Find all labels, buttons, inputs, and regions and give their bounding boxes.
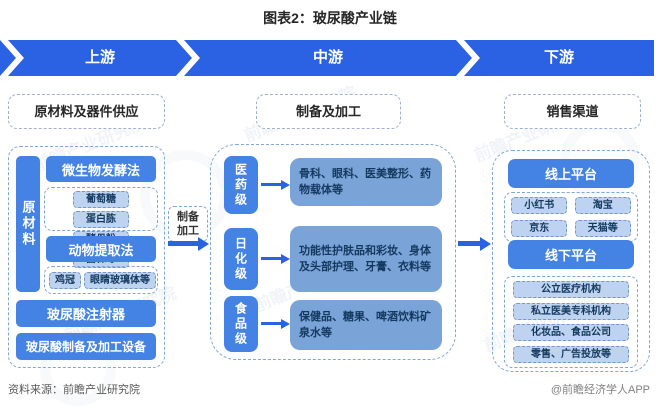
online-platform-box: 线上平台 [508, 159, 634, 188]
source-note: 资料来源：前瞻产业研究院 [8, 384, 140, 396]
banner-upstream: 上游 [8, 40, 192, 76]
channel-item: 化妆品、食品公司 [513, 324, 629, 342]
microbial-fermentation-box: 微生物发酵法 [46, 156, 156, 182]
ingredient-item: 葡萄糖 [73, 191, 129, 208]
page-title: 图表2：玻尿酸产业链 [263, 10, 397, 26]
food-applications-box: 保健品、糖果、啤酒饮料矿泉水等 [290, 300, 442, 350]
ingredient-item: 蛋白胨 [73, 211, 129, 228]
offline-channels-group: 公立医疗机构 私立医美专科机构 化妆品、食品公司 零售、广告投放等 [504, 276, 638, 368]
connector-line1: 制备 [177, 211, 199, 223]
grade-pharma-box: 医药级 [224, 156, 258, 214]
midstream-header: 制备及加工 [256, 94, 401, 129]
grade-dailychem-box: 日化级 [224, 228, 258, 290]
midstream-container [210, 144, 456, 360]
food-arrow [261, 322, 281, 325]
equipment-box: 玻尿酸制备及加工设备 [16, 333, 156, 360]
banner-downstream: 下游 [464, 40, 654, 76]
platform-item: 京东 [511, 219, 568, 237]
channel-item: 公立医疗机构 [513, 281, 629, 299]
online-platforms-group: 小红书 淘宝 京东 天猫等 [504, 192, 638, 242]
raw-material-label-text: 原材料 [20, 200, 36, 248]
extraction-sources-group: 鸡冠 眼睛玻璃体等 [44, 266, 158, 294]
grade-pharma-label: 医药级 [233, 162, 248, 208]
pharma-arrow [261, 183, 281, 186]
grade-food-box: 食品级 [224, 296, 258, 352]
channel-item: 零售、广告投放等 [513, 345, 629, 363]
upstream-to-midstream-arrow [168, 241, 198, 246]
channel-item: 私立医美专科机构 [513, 302, 629, 320]
upstream-header: 原材料及器件供应 [8, 94, 165, 129]
grade-dailychem-label: 日化级 [233, 236, 248, 282]
platform-item: 小红书 [511, 197, 568, 215]
midstream-to-downstream-arrow [458, 241, 480, 246]
fermentation-ingredients-group: 葡萄糖 蛋白胨 酵母粉 菌株等 [44, 187, 158, 268]
ingredient-item: 眼睛玻璃体等 [84, 271, 156, 289]
platform-item: 淘宝 [574, 197, 631, 215]
pharma-applications-box: 骨科、眼科、医美整形、药物载体等 [290, 158, 442, 206]
dailychem-arrow [261, 257, 281, 260]
platform-item: 天猫等 [574, 219, 631, 237]
raw-material-side-label: 原材料 [16, 156, 40, 292]
offline-platform-box: 线下平台 [508, 240, 634, 269]
dailychem-applications-box: 功能性护肤品和彩妆、身体及头部护理、牙膏、衣料等 [290, 226, 442, 292]
credit-note: @前瞻经济学人APP [550, 384, 650, 396]
syringe-box: 玻尿酸注射器 [16, 300, 156, 327]
animal-extraction-box: 动物提取法 [46, 236, 156, 262]
grade-food-label: 食品级 [233, 301, 248, 347]
connector-line2: 加工 [177, 225, 199, 237]
banner-midstream: 中游 [184, 40, 472, 76]
downstream-container [492, 150, 650, 372]
downstream-header: 销售渠道 [504, 94, 641, 129]
upstream-container [8, 146, 165, 368]
ingredient-item: 鸡冠 [49, 271, 81, 289]
